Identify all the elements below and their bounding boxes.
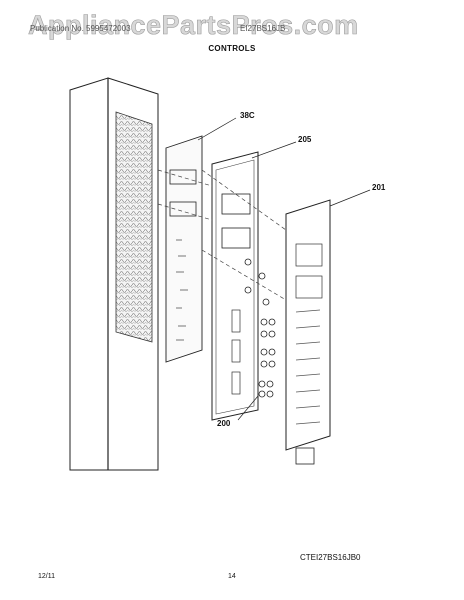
page-number: 14 xyxy=(228,573,236,580)
alignment-lines xyxy=(157,169,287,301)
button-set-200 xyxy=(244,258,276,398)
callout-leaders xyxy=(197,117,371,421)
watermark-logo: AppliancePartsPros.com xyxy=(28,10,359,41)
callout-200: 200 xyxy=(217,419,231,428)
callout-205: 205 xyxy=(298,135,312,144)
publication-number: Publication No. 5995472003 xyxy=(30,24,131,33)
control-frame-205 xyxy=(211,151,259,421)
insulation-foam-panel xyxy=(115,111,153,343)
model-code: CTEI27BS16JB0 xyxy=(300,553,361,562)
footer-date: 12/11 xyxy=(38,573,55,580)
callout-201: 201 xyxy=(372,183,386,192)
header-model-number: EI27BS16JB xyxy=(240,24,286,33)
callout-38c: 38C xyxy=(240,111,255,120)
section-title: CONTROLS xyxy=(208,44,256,53)
control-board-38c xyxy=(165,135,203,363)
control-overlay-201 xyxy=(285,199,331,465)
door-housing xyxy=(69,77,159,471)
